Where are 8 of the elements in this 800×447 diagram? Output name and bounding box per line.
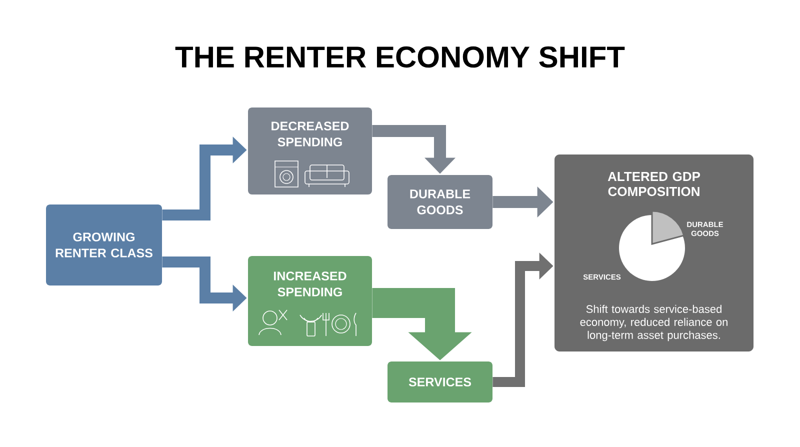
heading: ALTERED GDP COMPOSITION bbox=[608, 172, 700, 196]
process-box: GROWING RENTER CLASS bbox=[46, 204, 162, 286]
description: Shift towards service-based economy, reduced reliance on long-term asset purchases. bbox=[580, 304, 728, 342]
process-box: SERVICES bbox=[388, 362, 492, 402]
title: THE RENTER ECONOMY SHIFT bbox=[175, 46, 625, 68]
process-box: INCREASED SPENDING bbox=[248, 256, 372, 346]
process-box: DECREASED SPENDING bbox=[248, 108, 372, 194]
process-box: DURABLE GOODS bbox=[388, 175, 492, 229]
